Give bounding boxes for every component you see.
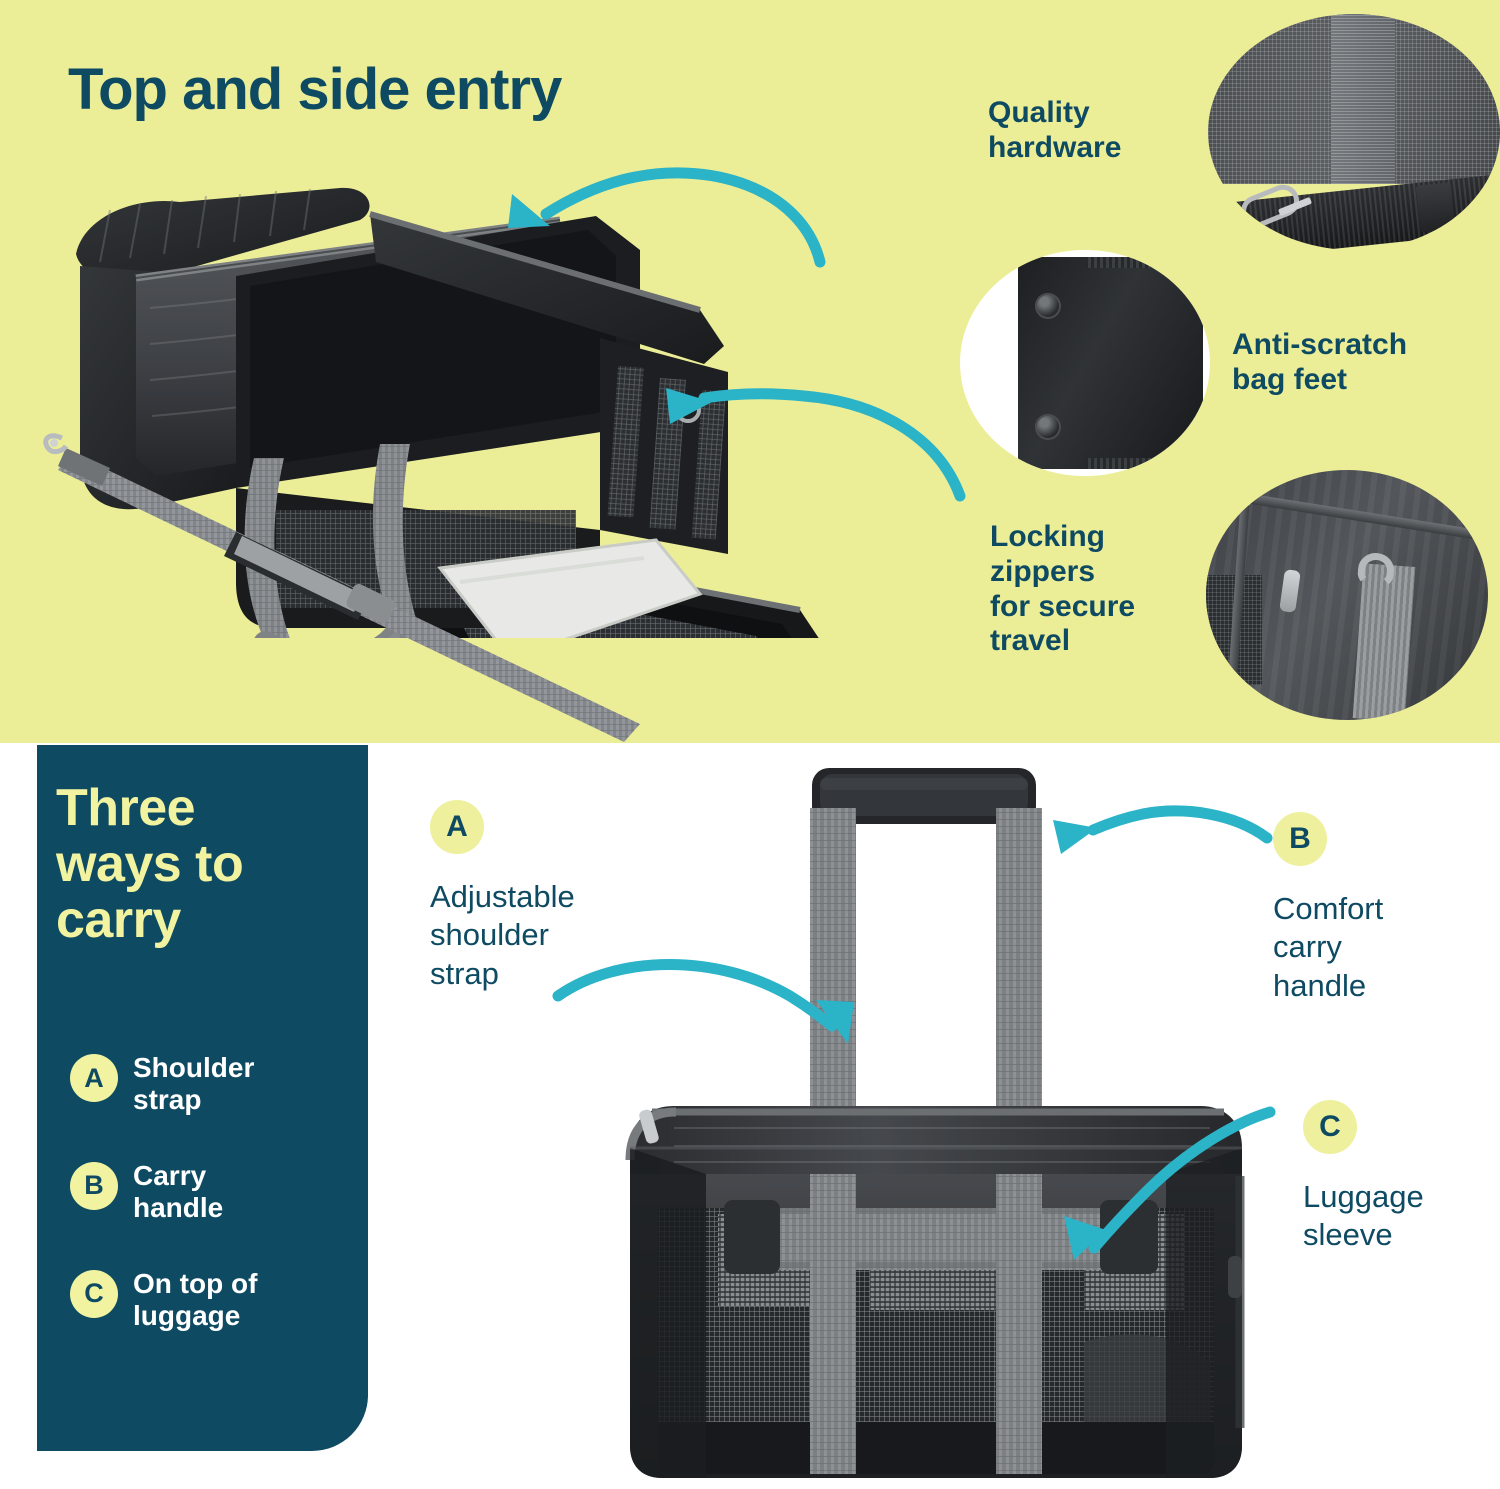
bag-foot-stud <box>1035 292 1061 319</box>
badge-letter-b: B <box>1273 812 1327 866</box>
carry-methods-list: A Shoulder strap B Carry handle C On top… <box>70 1052 360 1375</box>
carry-method-label: Shoulder strap <box>133 1052 255 1115</box>
callout-label: Luggage sleeve <box>1303 1179 1424 1253</box>
feature-label-anti-scratch-bag-feet: Anti-scratch bag feet <box>1232 328 1408 396</box>
badge-letter-c: C <box>1303 1100 1357 1154</box>
inset-photo-locking-zippers <box>1206 470 1488 720</box>
bag-foot-stud <box>1035 413 1061 440</box>
closed-carrier-photo <box>625 768 1245 1478</box>
inset-photo-quality-hardware <box>1208 14 1500 250</box>
badge-letter-c: C <box>70 1269 118 1318</box>
list-item: B Carry handle <box>70 1160 360 1224</box>
feature-label-quality-hardware: Quality hardware <box>988 96 1122 164</box>
badge-letter-b: B <box>70 1161 118 1210</box>
badge-letter-a: A <box>430 800 484 854</box>
carry-method-label: Carry handle <box>133 1159 224 1223</box>
callout-label: Adjustable shoulder strap <box>430 879 575 991</box>
open-carrier-photo <box>76 187 819 638</box>
carry-method-label: On top of luggage <box>133 1267 258 1331</box>
callout-adjustable-shoulder-strap: A Adjustable shoulder strap <box>430 800 660 993</box>
inset-photo-bag-feet <box>960 250 1210 476</box>
callout-comfort-carry-handle: B Comfort carry handle <box>1273 812 1493 1005</box>
callout-luggage-sleeve: C Luggage sleeve <box>1303 1100 1500 1255</box>
badge-letter-a: A <box>70 1054 118 1102</box>
page-title: Top and side entry <box>68 57 562 122</box>
detached-shoulder-strap <box>43 433 640 742</box>
callout-label: Comfort carry handle <box>1273 891 1384 1003</box>
list-item: C On top of luggage <box>70 1268 360 1332</box>
top-feature-panel: Top and side entry <box>0 0 1500 743</box>
three-ways-title: Three ways to carry <box>56 779 244 950</box>
list-item: A Shoulder strap <box>70 1052 360 1116</box>
feature-label-locking-zippers: Locking zippers for secure travel <box>990 520 1136 658</box>
